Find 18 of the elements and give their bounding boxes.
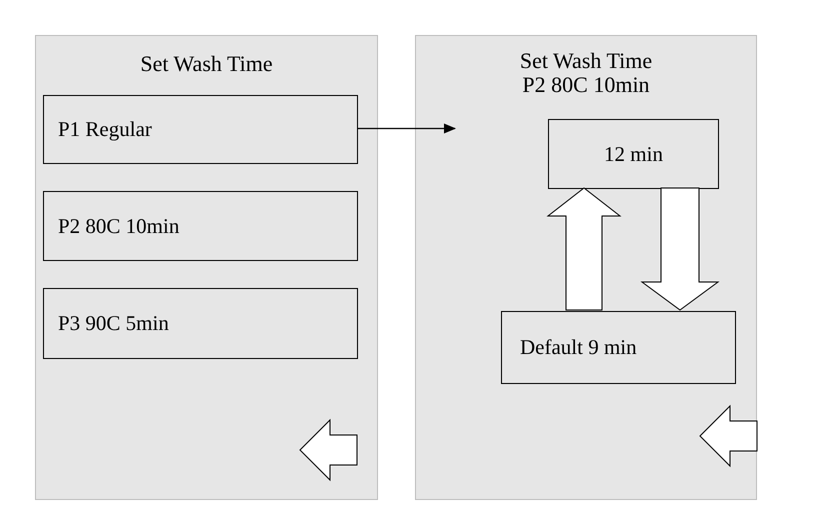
option-label: P2 80C 10min <box>58 214 180 238</box>
screen-heading: Set Wash Time <box>139 52 274 76</box>
arrow <box>357 124 456 134</box>
screen-panel <box>35 35 378 500</box>
screen-heading: Set Wash Time <box>518 49 654 73</box>
menu-option-box <box>43 288 358 359</box>
option-label: P3 90C 5min <box>58 311 169 336</box>
menu-option-box <box>548 119 719 189</box>
screen-panel <box>415 35 757 500</box>
option-label: 12 min <box>604 142 663 166</box>
down-block-arrow <box>640 188 720 311</box>
menu-option-box <box>43 191 358 261</box>
up-block-arrow <box>546 187 622 310</box>
menu-option-box <box>501 311 736 384</box>
menu-option-box <box>43 95 358 164</box>
option-label: P1 Regular <box>58 117 152 142</box>
option-label: Default 9 min <box>520 335 637 360</box>
screen-heading: P2 80C 10min <box>521 73 651 97</box>
